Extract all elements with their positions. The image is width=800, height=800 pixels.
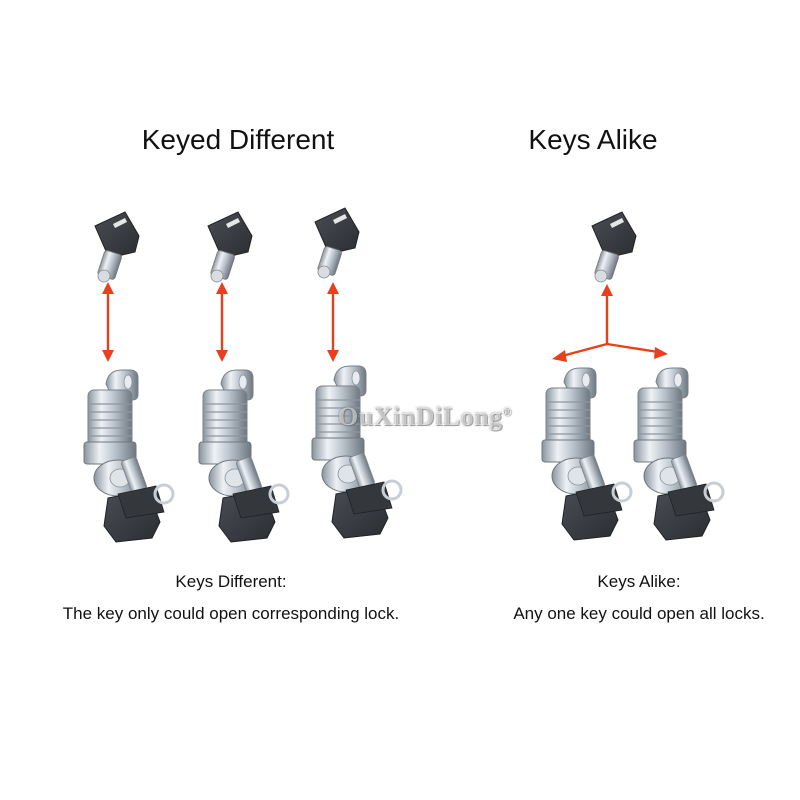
caption-description: Any one key could open all locks.	[513, 604, 765, 623]
watermark: OuXinDiLong®	[338, 402, 512, 431]
keys-alike-caption: Keys Alike: Any one key could open all l…	[472, 566, 800, 630]
key-icon	[591, 211, 637, 283]
cam-lock-icon	[632, 366, 725, 542]
keys-different-caption: Keys Different: The key only could open …	[8, 566, 454, 630]
double-arrow-icon	[100, 280, 116, 364]
caption-title: Keys Alike:	[597, 572, 681, 591]
cam-lock-icon	[540, 366, 633, 542]
key-icon	[94, 211, 140, 283]
cam-lock-icon	[82, 368, 175, 544]
caption-title: Keys Different:	[175, 572, 287, 591]
caption-description: The key only could open corresponding lo…	[62, 604, 400, 623]
double-arrow-icon	[214, 280, 230, 364]
cam-lock-icon	[197, 368, 290, 544]
branch-arrow-icon	[552, 284, 668, 362]
key-icon	[207, 211, 253, 283]
key-icon	[314, 207, 360, 279]
double-arrow-icon	[325, 280, 341, 364]
keyed-different-heading: Keyed Different	[141, 124, 335, 155]
keys-alike-heading: Keys Alike	[528, 124, 658, 155]
cam-lock-icon	[310, 364, 403, 540]
